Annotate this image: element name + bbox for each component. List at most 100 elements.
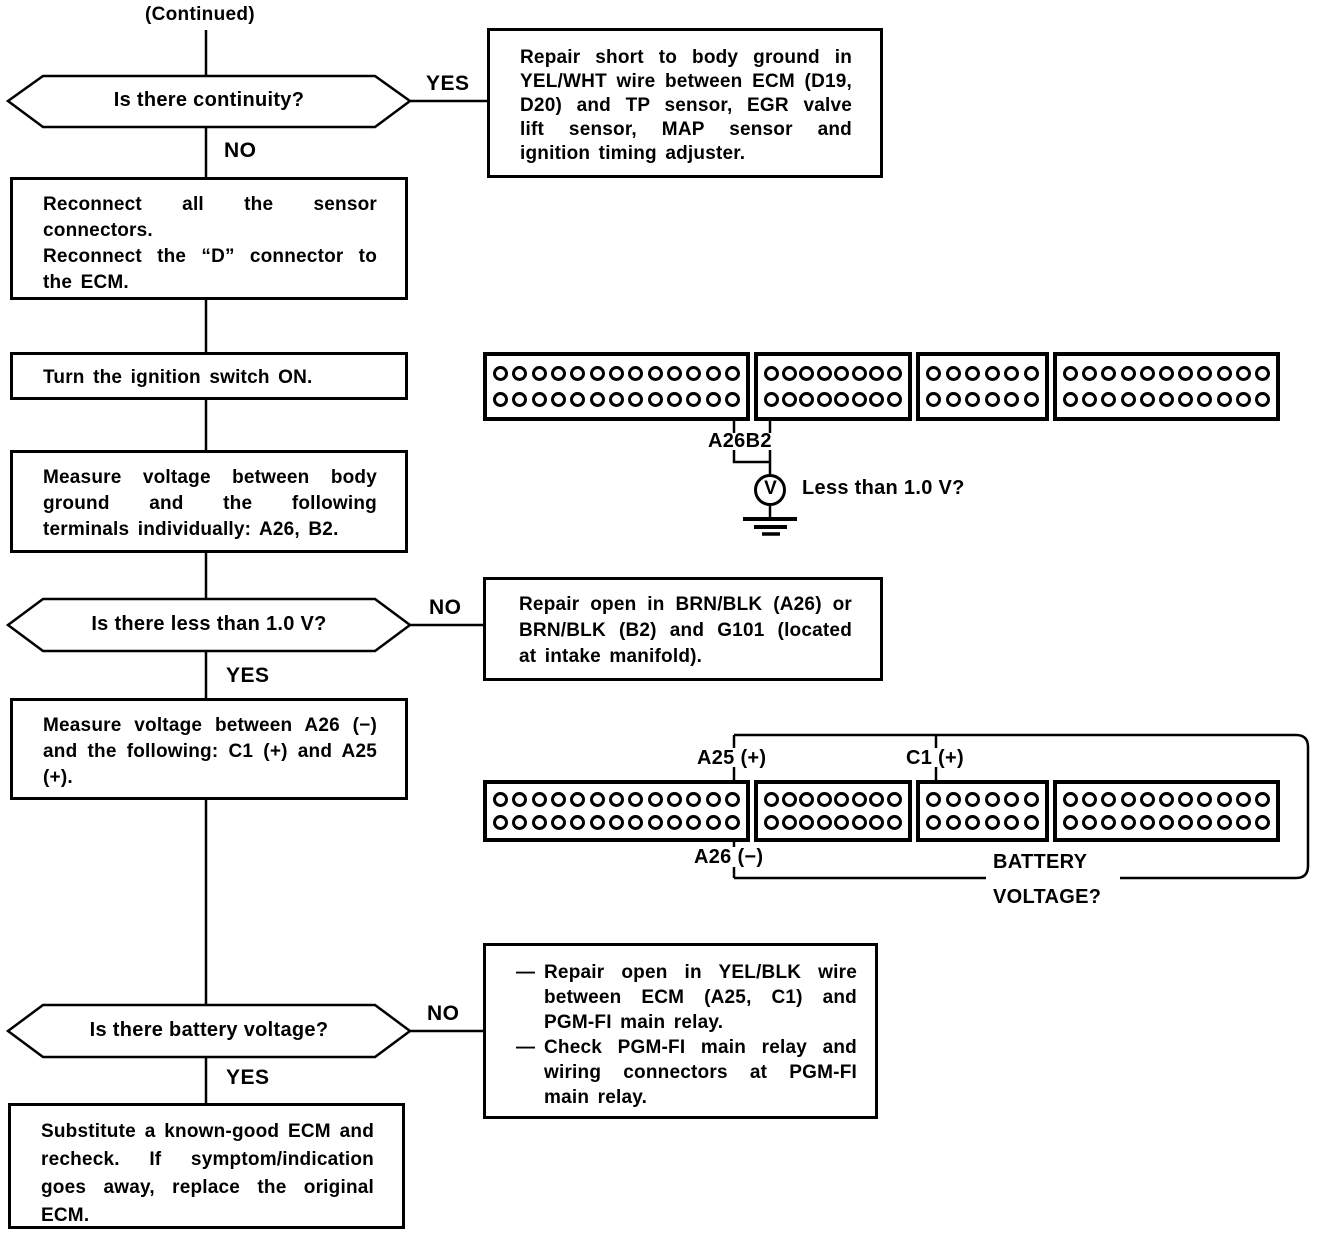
pin-icon — [869, 391, 885, 407]
pin-icon — [724, 815, 740, 830]
pin-icon — [851, 391, 867, 407]
pin-icon — [764, 391, 779, 407]
pin-icon — [1023, 815, 1039, 830]
pin-icon — [886, 391, 902, 407]
reconnect-line-1: Reconnect all the sensor connectors. — [43, 194, 377, 241]
pin-icon — [1004, 366, 1020, 382]
pin-row — [1063, 366, 1270, 382]
pin-icon — [834, 366, 850, 382]
pin-row — [764, 815, 902, 830]
edge-label-no-2: NO — [429, 596, 462, 619]
pin-icon — [1120, 366, 1136, 382]
pin-icon — [724, 366, 740, 382]
pin-icon — [705, 815, 721, 830]
connector-section — [754, 780, 912, 842]
pin-icon — [1063, 391, 1078, 407]
pin-icon — [628, 815, 644, 830]
pin-icon — [1216, 391, 1232, 407]
pin-row — [493, 391, 740, 407]
pin-icon — [1082, 366, 1098, 382]
pin-icon — [886, 815, 902, 830]
pin-icon — [647, 391, 663, 407]
substitute-ecm-text: Substitute a known-good ECM and recheck.… — [41, 1121, 374, 1226]
pin-icon — [608, 366, 624, 382]
pin-icon — [705, 366, 721, 382]
edge-label-yes-2: YES — [226, 664, 270, 687]
connector-section — [916, 352, 1049, 421]
terminal-label-c1-plus: C1 (+) — [906, 747, 964, 769]
pin-icon — [608, 792, 624, 807]
pin-row — [1063, 792, 1270, 807]
relay-bullet-1: — Repair open in YEL/BLK wire between EC… — [516, 960, 857, 1035]
decision-continuity-question: Is there continuity? — [113, 89, 305, 111]
repair-short-text: Repair short to body ground in YEL/WHT w… — [520, 47, 852, 164]
less-than-1v-label: Less than 1.0 V? — [802, 477, 965, 499]
pin-icon — [1063, 815, 1078, 830]
pin-icon — [886, 792, 902, 807]
pin-icon — [1178, 366, 1194, 382]
pin-icon — [799, 815, 815, 830]
pin-icon — [628, 391, 644, 407]
pin-icon — [666, 792, 682, 807]
pin-row — [493, 815, 740, 830]
pin-icon — [1235, 815, 1251, 830]
action-box-repair-short: Repair short to body ground in YEL/WHT w… — [487, 28, 883, 178]
pin-icon — [1120, 815, 1136, 830]
pin-icon — [589, 366, 605, 382]
pin-icon — [799, 792, 815, 807]
continued-label: (Continued) — [145, 4, 255, 25]
pin-icon — [781, 391, 797, 407]
action-box-reconnect: Reconnect all the sensor connectors. Rec… — [10, 177, 408, 300]
edge-label-no-3: NO — [427, 1002, 460, 1025]
pin-icon — [945, 815, 961, 830]
pin-icon — [570, 815, 586, 830]
pin-icon — [512, 792, 528, 807]
dash-icon: — — [516, 962, 536, 983]
pin-icon — [1063, 366, 1078, 382]
pin-icon — [799, 391, 815, 407]
pin-icon — [1082, 792, 1098, 807]
decision-battery-voltage-shape — [5, 1003, 413, 1059]
pin-icon — [1101, 792, 1117, 807]
pin-icon — [965, 815, 981, 830]
pin-icon — [1235, 366, 1251, 382]
pin-icon — [834, 391, 850, 407]
pin-row — [493, 792, 740, 807]
battery-voltage-label-line2: VOLTAGE? — [993, 886, 1102, 908]
pin-row — [764, 792, 902, 807]
pin-icon — [965, 391, 981, 407]
pin-icon — [764, 792, 779, 807]
ground-icon — [743, 517, 797, 536]
pin-icon — [1254, 815, 1270, 830]
pin-icon — [816, 391, 832, 407]
pin-icon — [1216, 815, 1232, 830]
pin-icon — [1101, 391, 1117, 407]
pin-icon — [1197, 815, 1213, 830]
pin-icon — [1158, 815, 1174, 830]
pin-icon — [1178, 815, 1194, 830]
relay-bullet-1-text: Repair open in YEL/BLK wire between ECM … — [544, 962, 857, 1033]
action-box-repair-open-relay: — Repair open in YEL/BLK wire between EC… — [483, 943, 878, 1119]
edge-label-yes-3: YES — [226, 1066, 270, 1089]
pin-icon — [764, 366, 779, 382]
action-box-measure-a26: Measure voltage between A26 (−) and the … — [10, 698, 408, 800]
pin-icon — [1120, 792, 1136, 807]
pin-icon — [1158, 792, 1174, 807]
pin-row — [493, 366, 740, 382]
measure-ground-text: Measure voltage between body ground and … — [43, 467, 377, 540]
pin-icon — [512, 391, 528, 407]
pin-icon — [1235, 391, 1251, 407]
pin-row — [1063, 815, 1270, 830]
pin-icon — [570, 792, 586, 807]
pin-icon — [608, 391, 624, 407]
pin-row — [764, 391, 902, 407]
pin-icon — [589, 391, 605, 407]
pin-icon — [647, 815, 663, 830]
pin-icon — [512, 366, 528, 382]
pin-icon — [1023, 792, 1039, 807]
decision-continuity-shape — [5, 74, 413, 129]
relay-bullet-2: — Check PGM-FI main relay and wiring con… — [516, 1035, 857, 1110]
pin-icon — [512, 815, 528, 830]
action-box-ignition-on: Turn the ignition switch ON. — [10, 352, 408, 400]
connector-section — [754, 352, 912, 421]
